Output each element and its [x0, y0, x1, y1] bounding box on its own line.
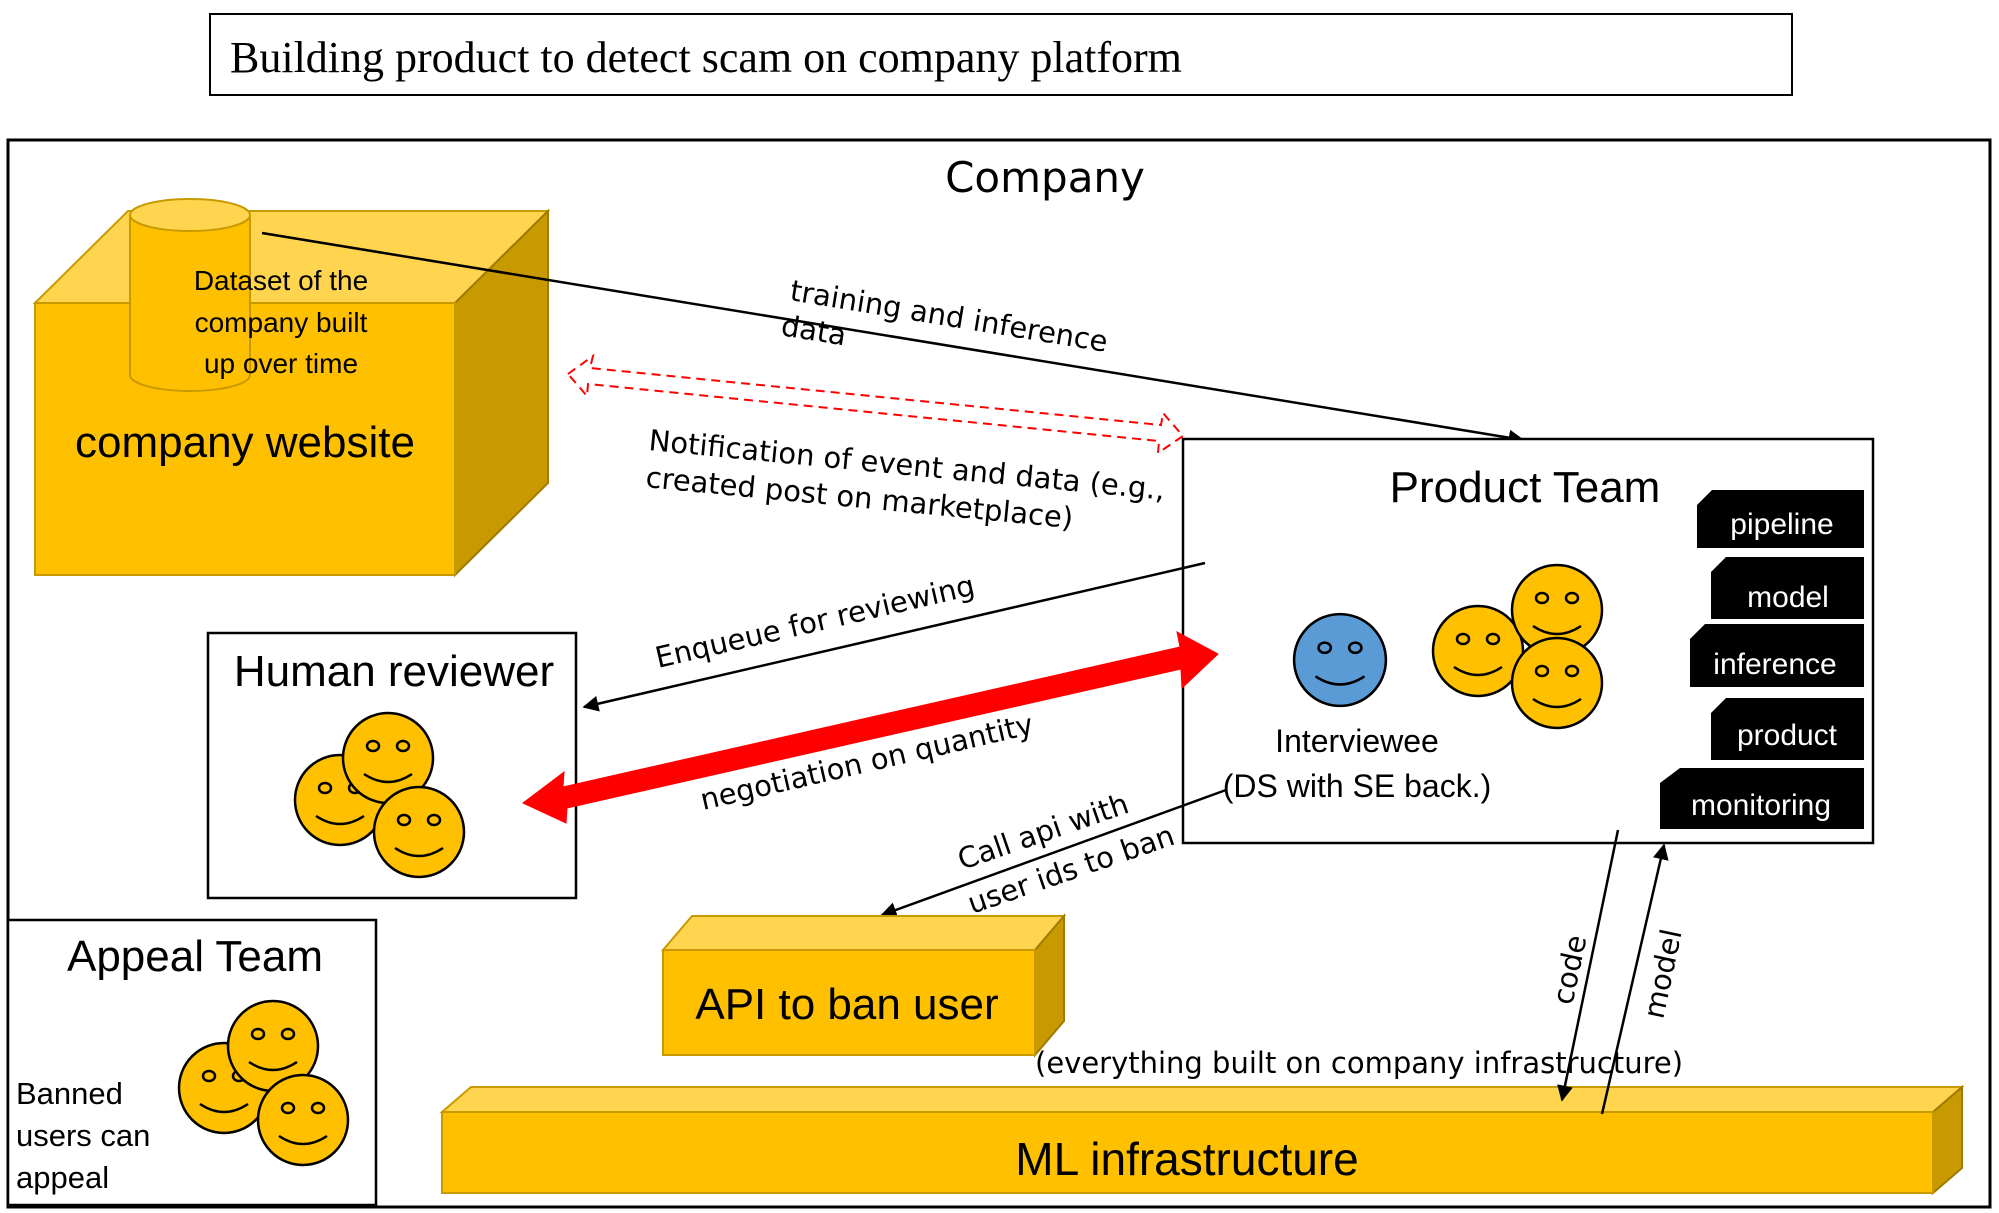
interviewee-label-line-1: Interviewee — [1275, 723, 1439, 759]
dataset-label-line-3: up over time — [204, 348, 358, 379]
appeal-note-line-2: users can — [16, 1118, 150, 1153]
product-team-label: Product Team — [1390, 463, 1661, 512]
interviewee-label-line-2: (DS with SE back.) — [1223, 768, 1492, 804]
company-label: Company — [945, 153, 1145, 202]
tag-inference-label: inference — [1713, 648, 1836, 681]
dataset-label-line-1: Dataset of the — [194, 265, 368, 296]
tag-model: model — [1711, 557, 1864, 619]
appeal-note-line-1: Banned — [16, 1076, 123, 1111]
tag-inference: inference — [1690, 624, 1864, 687]
tag-product: product — [1711, 698, 1864, 760]
dataset-label-line-2: company built — [195, 307, 368, 338]
tag-pipeline: pipeline — [1697, 490, 1864, 548]
interviewee-smiley — [1292, 612, 1388, 708]
title-box: Building product to detect scam on compa… — [209, 13, 1793, 96]
tag-model-label: model — [1747, 581, 1829, 614]
ml-infrastructure-label: ML infrastructure — [1015, 1133, 1358, 1185]
infrastructure-note: (everything built on company infrastruct… — [1035, 1046, 1683, 1080]
tag-monitoring: monitoring — [1660, 768, 1864, 829]
appeal-team-box: Appeal Team Banned users can appeal — [6, 918, 378, 1207]
api-ban-user-box: API to ban user — [660, 913, 1067, 1058]
tag-pipeline-label: pipeline — [1730, 508, 1833, 541]
human-reviewer-label: Human reviewer — [234, 647, 554, 696]
page-title: Building product to detect scam on compa… — [230, 33, 1182, 82]
company-website-label: company website — [75, 418, 415, 467]
product-team-box: Product Team Interviewee (DS with SE bac… — [1181, 437, 1875, 845]
api-ban-user-label: API to ban user — [695, 980, 998, 1029]
company-website-box: Dataset of the company built up over tim… — [32, 198, 551, 578]
ml-infrastructure-box: ML infrastructure — [439, 1084, 1965, 1196]
dataset-cylinder: Dataset of the company built up over tim… — [129, 198, 368, 392]
human-reviewer-box: Human reviewer — [206, 631, 578, 900]
tag-product-label: product — [1737, 719, 1838, 752]
appeal-team-label: Appeal Team — [67, 932, 323, 981]
appeal-note-line-3: appeal — [16, 1160, 109, 1195]
tag-monitoring-label: monitoring — [1691, 789, 1831, 822]
